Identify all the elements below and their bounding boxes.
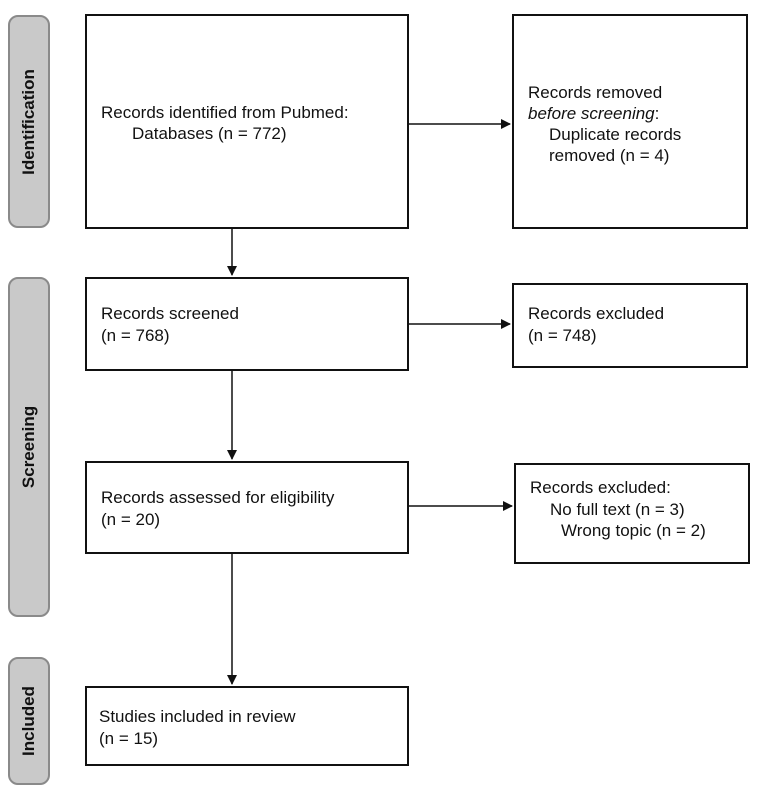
studies-included-title: Studies included in review [99, 707, 296, 726]
records-excluded-fulltext-box: Records excluded: No full text (n = 3) W… [514, 463, 750, 564]
before-screening-colon: : [654, 104, 660, 123]
phase-identification: Identification [8, 15, 50, 228]
records-assessed-box: Records assessed for eligibility (n = 20… [85, 461, 409, 554]
records-removed-subtitle: before screening: [528, 103, 659, 124]
records-removed-title: Records removed [528, 83, 663, 102]
records-screened-title: Records screened [101, 304, 239, 323]
records-identified-count: Databases (n = 772) [132, 124, 287, 143]
records-excluded-fulltext-title: Records excluded: [530, 478, 671, 497]
records-excluded-box: Records excluded (n = 748) [512, 283, 748, 368]
records-assessed-title: Records assessed for eligibility [101, 488, 335, 507]
wrong-topic-count: Wrong topic (n = 2) [561, 521, 706, 540]
records-screened-box: Records screened (n = 768) [85, 277, 409, 371]
records-screened-count: (n = 768) [101, 326, 170, 345]
records-excluded-title: Records excluded [528, 304, 665, 323]
records-identified-box: Records identified from Pubmed: Database… [85, 14, 409, 229]
records-excluded-count: (n = 748) [528, 326, 597, 345]
before-screening-text: before screening [528, 104, 655, 123]
records-removed-box: Records removed before screening: Duplic… [512, 14, 748, 229]
phase-included: Included [8, 657, 50, 785]
studies-included-count: (n = 15) [99, 729, 159, 748]
records-identified-title: Records identified from Pubmed: [101, 103, 349, 122]
phase-screening: Screening [8, 277, 50, 617]
duplicate-records-count: removed (n = 4) [549, 146, 670, 165]
studies-included-box: Studies included in review (n = 15) [85, 686, 409, 766]
records-assessed-count: (n = 20) [101, 510, 161, 529]
duplicate-records-label: Duplicate records [549, 125, 682, 144]
no-full-text-count: No full text (n = 3) [550, 500, 685, 519]
